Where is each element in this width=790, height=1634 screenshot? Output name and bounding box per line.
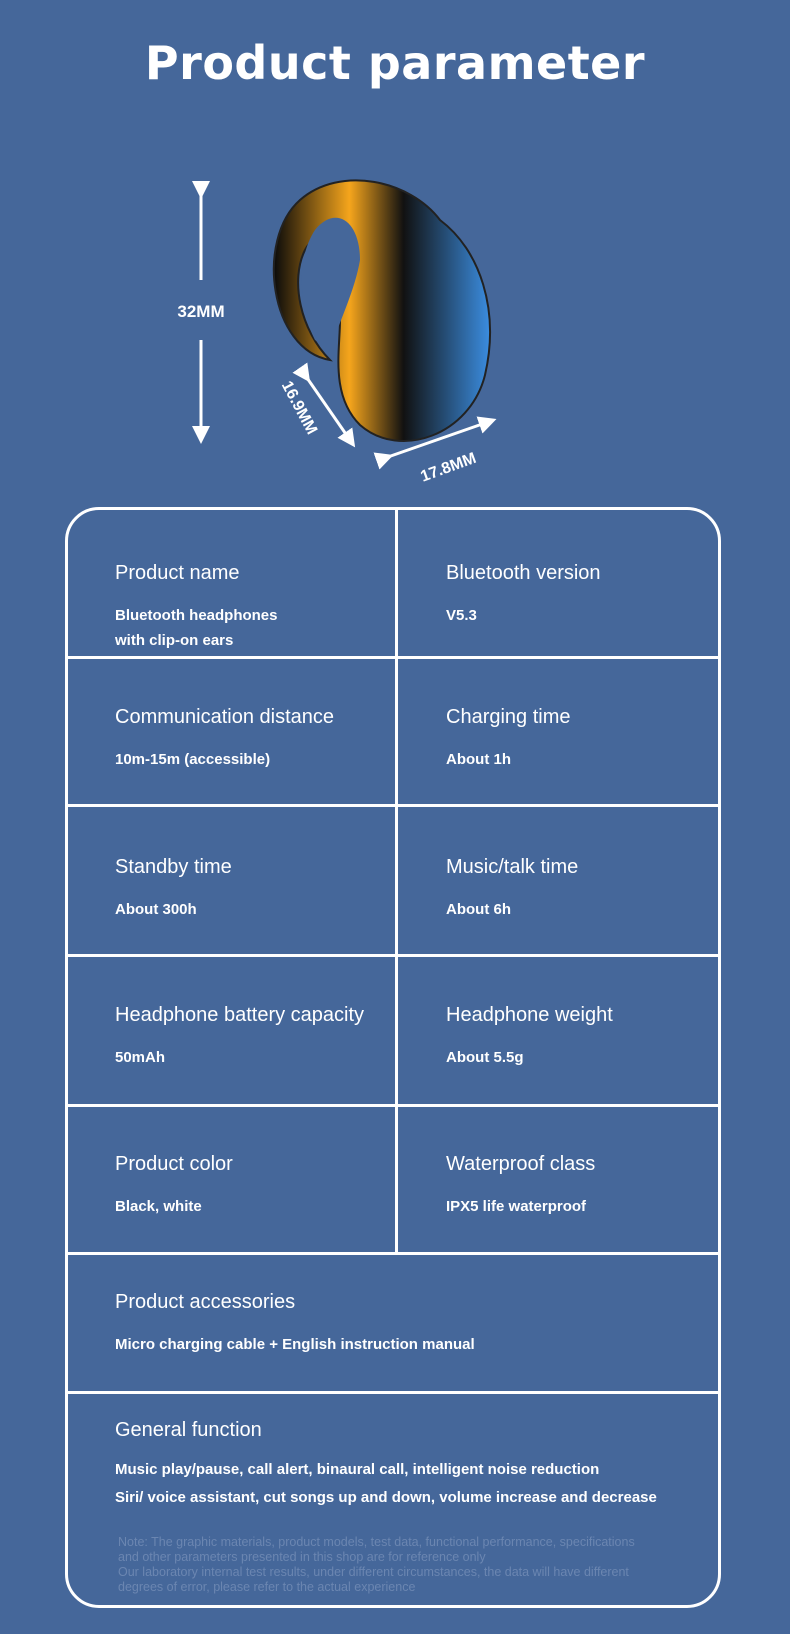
note-line: Our laboratory internal test results, un… (118, 1565, 629, 1579)
spec-label: Standby time (115, 856, 232, 878)
height-label: 32MM (177, 302, 224, 321)
note-line: Note: The graphic materials, product mod… (118, 1535, 635, 1549)
spec-value: About 5.5g (446, 1049, 524, 1066)
disclaimer-note: Note: The graphic materials, product mod… (118, 1535, 698, 1595)
spec-value: Micro charging cable + English instructi… (115, 1336, 475, 1353)
spec-value: V5.3 (446, 607, 477, 624)
product-dimension-figure: 32MM 16.9MM 17.8MM (177, 179, 497, 486)
spec-communication-distance: Communication distance 10m-15m (accessibl… (115, 706, 334, 772)
note-line: degrees of error, please refer to the ac… (118, 1580, 416, 1594)
divider (68, 1252, 718, 1255)
spec-value: About 1h (446, 751, 511, 768)
spec-value: Black, white (115, 1198, 202, 1215)
divider (68, 656, 718, 659)
divider (68, 1104, 718, 1107)
column-divider (395, 510, 398, 1255)
spec-label: General function (115, 1419, 262, 1441)
spec-label: Bluetooth version (446, 562, 601, 584)
spec-value-line: Bluetooth headphones (115, 607, 278, 624)
divider (68, 804, 718, 807)
note-line: and other parameters presented in this s… (118, 1550, 486, 1564)
spec-label: Communication distance (115, 706, 334, 728)
spec-label: Charging time (446, 706, 571, 728)
spec-label: Product accessories (115, 1291, 296, 1313)
spec-label: Product color (115, 1153, 233, 1175)
spec-label: Product name (115, 562, 240, 584)
spec-value: Bluetooth headphones with clip-on ears (115, 603, 278, 653)
spec-value-line: with clip-on ears (115, 632, 234, 649)
page-title: Product parameter (144, 36, 646, 90)
width-label: 17.8MM (418, 450, 478, 486)
spec-value: IPX5 life waterproof (446, 1198, 587, 1215)
divider (68, 1391, 718, 1394)
spec-value: About 6h (446, 901, 511, 918)
spec-label: Music/talk time (446, 856, 579, 878)
spec-battery-capacity: Headphone battery capacity 50mAh (115, 1004, 364, 1070)
spec-value-line: Siri/ voice assistant, cut songs up and … (115, 1489, 657, 1506)
spec-label: Headphone weight (446, 1004, 613, 1026)
spec-value-line: Music play/pause, call alert, binaural c… (115, 1461, 600, 1478)
spec-value: Music play/pause, call alert, binaural c… (115, 1456, 657, 1512)
spec-label: Waterproof class (446, 1153, 596, 1175)
divider (68, 954, 718, 957)
spec-value: About 300h (115, 901, 197, 918)
earbud-image (272, 179, 491, 442)
spec-value: 10m-15m (accessible) (115, 751, 271, 768)
spec-value: 50mAh (115, 1049, 166, 1066)
spec-label: Headphone battery capacity (115, 1004, 365, 1026)
